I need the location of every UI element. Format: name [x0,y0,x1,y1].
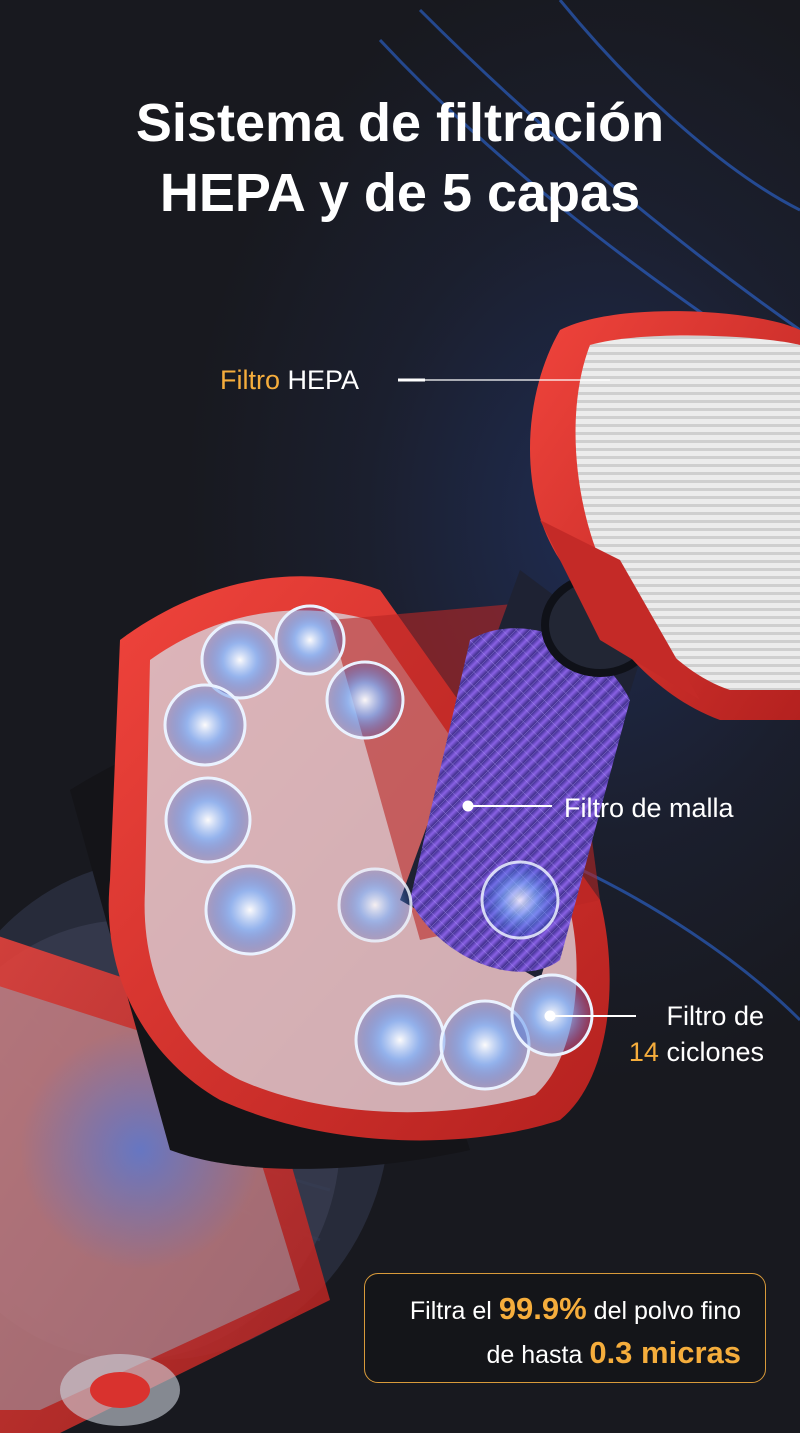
callout-cyclone-count: 14 [628,1037,659,1067]
badge-line-1-prefix: Filtra el [409,1297,492,1325]
badge-line-1-suffix: del polvo fino [593,1297,741,1325]
badge-percentage: 99.9% [498,1291,587,1326]
title-line-1: Sistema de filtración [135,93,665,153]
page-title: Sistema de filtración HEPA y de 5 capas [0,88,800,228]
badge-line-1: Filtra el 99.9% del polvo fino [365,1288,741,1332]
cyclone-cups [163,604,594,1091]
callout-mesh-filter: Filtro de malla [564,793,734,823]
badge-line-2-prefix: de hasta [486,1341,583,1369]
hepa-filter [530,311,800,720]
callout-cyclone-filter: Filtro de 14 ciclones [629,998,764,1070]
callout-hepa-filter: Filtro HEPA [220,362,359,398]
title-line-2: HEPA y de 5 capas [159,163,641,223]
callout-hepa-accent: Filtro [220,365,280,395]
badge-micron-size: 0.3 micras [589,1335,741,1370]
callout-hepa-text: HEPA [287,365,360,395]
filtration-badge: Filtra el 99.9% del polvo fino de hasta … [364,1273,766,1383]
badge-line-2: de hasta 0.3 micras [365,1332,741,1376]
callout-cyclone-line-2: 14 ciclones [629,1034,764,1070]
leader-lines [398,378,636,1022]
callout-cyclone-line-1: Filtro de [666,1001,764,1031]
callout-cyclone-rest: ciclones [666,1037,764,1067]
